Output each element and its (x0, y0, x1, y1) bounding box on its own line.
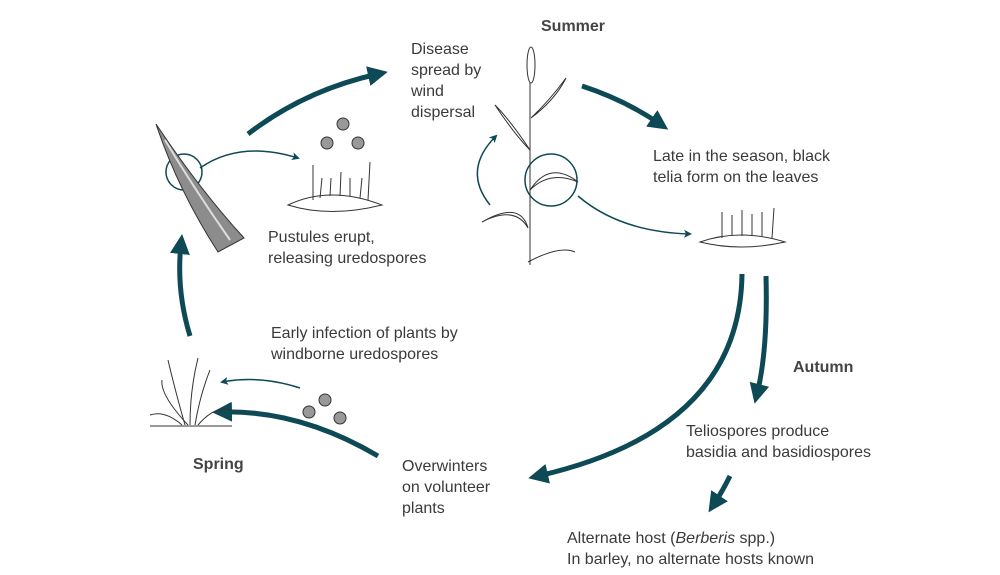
label-line: Teliospores produce (686, 423, 830, 440)
label-line: Overwinters (402, 458, 488, 475)
arrow-to-wind (246, 66, 388, 136)
text: Alternate host ( (567, 530, 676, 547)
genus-name: Berberis (675, 530, 736, 547)
arrow-to-leaf (169, 234, 193, 337)
label-line: Pustules erupt, (268, 229, 375, 246)
label-line: on volunteer (402, 479, 491, 496)
label-line: In barley, no alternate hosts known (567, 551, 814, 568)
arrow-to-spring (212, 401, 380, 459)
label-line: basidia and basidiospores (686, 444, 872, 461)
label-teliospores: Teliospores produce basidia and basidios… (686, 421, 871, 463)
label-line: spread by (411, 62, 482, 79)
label-line: Disease (411, 41, 469, 58)
label-pustules: Pustules erupt, releasing uredospores (268, 227, 426, 269)
label-overwinter: Overwinters on volunteer plants (402, 456, 490, 519)
label-early-infection: Early infection of plants by windborne u… (271, 323, 458, 365)
label-line: dispersal (411, 104, 476, 121)
arrow-to-alternate (708, 474, 733, 513)
label-telia: Late in the season, black telia form on … (653, 146, 830, 188)
label-wind-dispersal: Disease spread by wind dispersal (411, 39, 481, 123)
seedling-icon (149, 357, 233, 427)
cycle-arrows (169, 66, 770, 513)
label-line: Early infection of plants by (271, 325, 458, 342)
infected-leaf-icon (155, 123, 245, 253)
arrow-to-telia (581, 83, 669, 130)
label-line: windborne uredospores (271, 346, 439, 363)
label-alternate-host: Alternate host (Berberis spp.) In barley… (567, 528, 814, 570)
label-line: releasing uredospores (268, 250, 427, 267)
season-summer: Summer (541, 18, 606, 35)
telia-icon (698, 207, 787, 248)
wheat-plant-icon (481, 46, 579, 265)
label-line: Alternate host (Berberis spp.) (567, 528, 814, 549)
label-line: wind (411, 83, 444, 100)
season-spring: Spring (193, 456, 244, 473)
arrow-to-overwinter (528, 273, 745, 484)
uredospore-pustule-icon (286, 117, 384, 212)
text: spp.) (735, 530, 776, 547)
season-autumn: Autumn (793, 359, 854, 376)
label-line: Late in the season, black (653, 148, 831, 165)
windborne-spores-icon (302, 393, 347, 425)
magnify-circle-plant (524, 153, 578, 207)
arrow-to-teliospores (749, 275, 770, 404)
label-line: plants (402, 500, 445, 517)
label-line: telia form on the leaves (653, 169, 819, 186)
